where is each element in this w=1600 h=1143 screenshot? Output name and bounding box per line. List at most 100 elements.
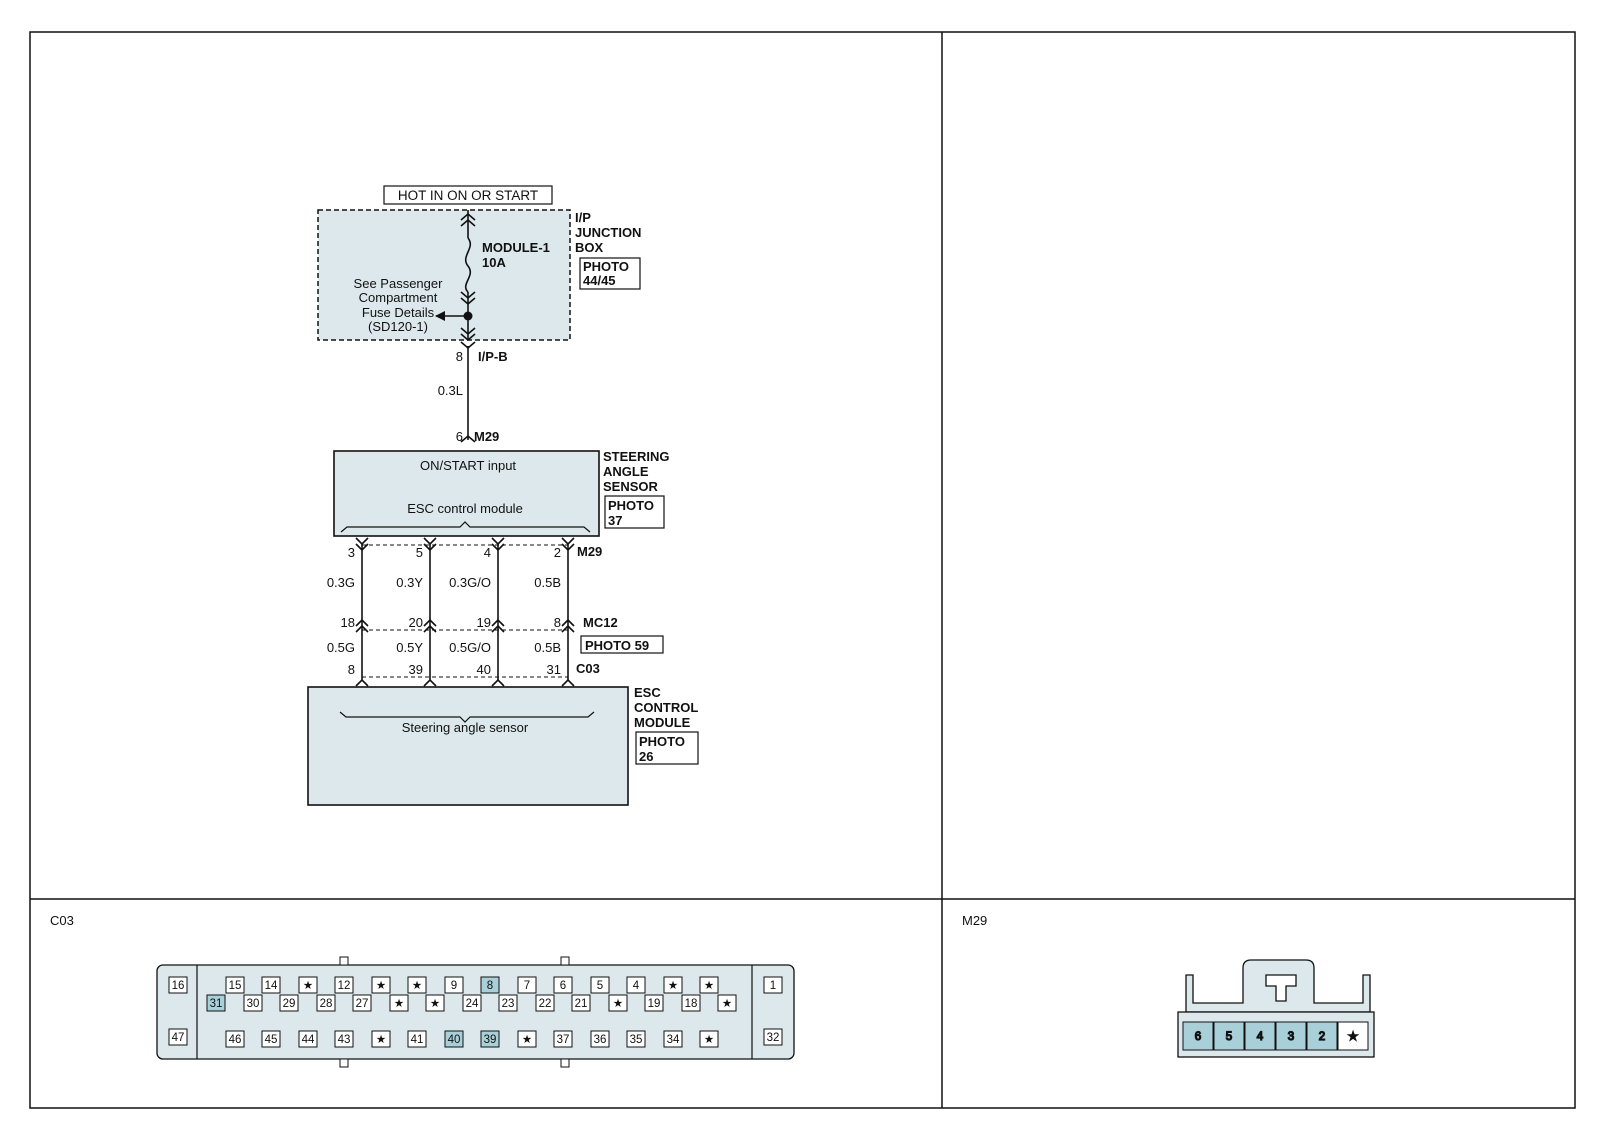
on-start-input-label: ON/START input (420, 458, 516, 473)
connector-pin-cell (389, 994, 409, 1012)
connector-pin-cell (480, 1030, 500, 1048)
connector-pin-number: ★ (704, 1034, 714, 1046)
connector-pin-cell (444, 1030, 464, 1048)
connector-pin-number: ★ (376, 980, 386, 992)
fuse-name: MODULE-1 (482, 240, 550, 255)
c03-view-title: C03 (50, 913, 74, 928)
connector-pin-number: 4 (1257, 1031, 1264, 1043)
connector-pin-cell (462, 994, 482, 1012)
junction-box-label: I/P JUNCTION BOX PHOTO 44/45 (575, 210, 641, 290)
wire-labels: 30.3G180.5G8ST150.3Y200.5Y39STN40.3G/O19… (327, 545, 591, 706)
connector-pin-number: 22 (539, 998, 552, 1010)
connector-pin-number: 46 (229, 1034, 242, 1046)
connector-pin-cell (298, 976, 318, 994)
connector-pin-number: 18 (685, 998, 698, 1010)
svg-text:ESC: ESC (634, 685, 661, 700)
connector-pin-number: 7 (524, 980, 530, 992)
connector-pin-number: 3 (1288, 1031, 1294, 1043)
connector-pin-number: 47 (172, 1032, 185, 1044)
connector-pin-number: 45 (265, 1034, 278, 1046)
connector-pin-cell (206, 994, 226, 1012)
steering-angle-sensor-box (333, 450, 600, 537)
connector-pin-cell (681, 994, 701, 1012)
connector-pin-number: 35 (630, 1034, 643, 1046)
connector-pin-number: 29 (283, 998, 296, 1010)
connector-pin-number: 8 (487, 980, 493, 992)
esc-control-module-box (307, 686, 629, 806)
connector-pin-cell (626, 976, 646, 994)
connector-pin-number: 27 (356, 998, 369, 1010)
connector-pin-cell (1213, 1021, 1245, 1051)
connector-pin-cell (480, 976, 500, 994)
steering-angle-sensor-label: STEERING ANGLE SENSOR PHOTO 37 (603, 449, 669, 529)
connector-pin-cell (279, 994, 299, 1012)
mc12-photo-label: PHOTO 59 (585, 638, 649, 653)
c03-pin-number: 39 (409, 662, 423, 677)
connector-pin-cell (663, 1030, 683, 1048)
connector-pin-cell (763, 1028, 783, 1046)
connector-pin-number: 30 (247, 998, 260, 1010)
connector-pin-cell (1275, 1021, 1307, 1051)
connector-pin-number: 28 (320, 998, 333, 1010)
c03-pin-number: 40 (477, 662, 491, 677)
page-frame (29, 31, 1576, 1109)
connector-pin-cell (571, 994, 591, 1012)
svg-text:BOX: BOX (575, 240, 604, 255)
wire-spec: 0.5B (534, 575, 561, 590)
connector-pin-number: 1 (770, 980, 776, 992)
connector-pin-number: 24 (466, 998, 479, 1010)
connector-pin-number: 14 (265, 980, 278, 992)
connector-pin-cell (498, 994, 518, 1012)
fuse-module-1 (460, 210, 476, 443)
connector-pin-number: 36 (594, 1034, 607, 1046)
connector-pin-number: 31 (210, 998, 223, 1010)
mc12-pin-number: 18 (341, 615, 355, 630)
signal-wires (355, 537, 575, 687)
connector-pin-cell (717, 994, 737, 1012)
connector-pin-number: 39 (484, 1034, 497, 1046)
connector-pin-number: 43 (338, 1034, 351, 1046)
svg-text:ANGLE: ANGLE (603, 464, 649, 479)
m29-connector-label-top: M29 (474, 429, 499, 444)
ipb-connector-name: I/P-B (478, 349, 508, 364)
connector-pin-cell (407, 976, 427, 994)
hot-in-on-or-start-label: HOT IN ON OR START (398, 188, 538, 203)
connector-pin-cell (371, 976, 391, 994)
connector-pin-number: 5 (1226, 1031, 1232, 1043)
m29-connector-label: M29 (577, 544, 602, 559)
esc-control-module-label: ESC CONTROL MODULE PHOTO 26 (634, 685, 699, 765)
connector-pin-number: ★ (1348, 1031, 1358, 1043)
connector-pin-number: ★ (522, 1034, 532, 1046)
connector-pin-cell (608, 994, 628, 1012)
connector-pin-number: 6 (1195, 1031, 1201, 1043)
wire-spec: 0.5B (534, 640, 561, 655)
svg-text:PHOTO: PHOTO (583, 259, 629, 274)
svg-text:(SD120-1): (SD120-1) (368, 319, 428, 334)
wire-spec-03l: 0.3L (438, 383, 463, 398)
connector-pin-cell (407, 1030, 427, 1048)
connector-pin-cell (553, 976, 573, 994)
connector-pin-number: 41 (411, 1034, 424, 1046)
connector-pin-cell (261, 976, 281, 994)
c03-pin-number: 31 (547, 662, 561, 677)
connector-pin-number: ★ (722, 998, 732, 1010)
connector-pin-number: 37 (557, 1034, 570, 1046)
m29-view-title: M29 (962, 913, 987, 928)
connector-pin-cell (371, 1030, 391, 1048)
m29-pin-number: 5 (416, 545, 423, 560)
connector-pin-cell (699, 1030, 719, 1048)
connector-pin-number: 9 (451, 980, 457, 992)
ip-junction-box (317, 209, 571, 341)
connector-pin-number: 40 (448, 1034, 461, 1046)
svg-text:PHOTO: PHOTO (608, 498, 654, 513)
connector-pin-number: 6 (560, 980, 566, 992)
connector-dashed-lines (362, 544, 568, 678)
connector-pin-cell (590, 1030, 610, 1048)
connector-pin-number: 5 (597, 980, 603, 992)
connector-pin-cell (225, 1030, 245, 1048)
connector-pin-number: ★ (376, 1034, 386, 1046)
connector-pin-cell (316, 994, 336, 1012)
